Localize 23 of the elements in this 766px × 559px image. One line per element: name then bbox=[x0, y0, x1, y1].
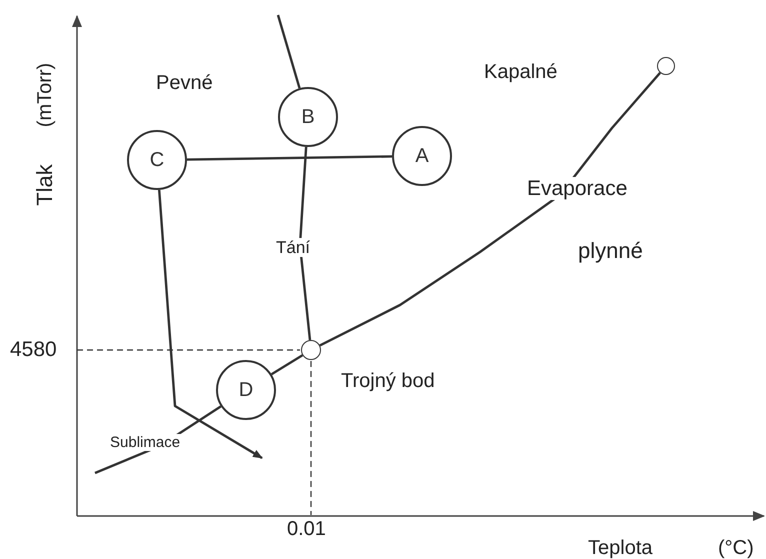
point-circle bbox=[657, 57, 675, 75]
text-label: Kapalné bbox=[484, 62, 558, 82]
state-circle: D bbox=[216, 360, 276, 420]
connector-line bbox=[276, 14, 301, 89]
axis-title: (mTorr) bbox=[35, 62, 56, 128]
text-label: (°C) bbox=[718, 538, 754, 558]
point-caption: Trojný bod bbox=[341, 371, 435, 391]
state-circle: B bbox=[278, 87, 338, 147]
text-label: plynné bbox=[578, 240, 643, 262]
axis-title: Tlak bbox=[34, 164, 56, 206]
text-label: Pevné bbox=[156, 73, 213, 93]
text-label: 4580 bbox=[10, 339, 57, 360]
connector-line bbox=[298, 146, 312, 340]
state-circle: A bbox=[392, 126, 452, 186]
connector-line bbox=[186, 155, 392, 161]
edge-label: Sublimace bbox=[108, 434, 182, 450]
state-circle: C bbox=[127, 130, 187, 190]
text-label: 0.01 bbox=[287, 519, 326, 539]
edge-label: Tání bbox=[274, 238, 312, 256]
text-label: Teplota bbox=[588, 538, 652, 558]
arrow bbox=[158, 190, 263, 460]
connector-line bbox=[319, 72, 661, 347]
connector-line bbox=[270, 354, 304, 376]
